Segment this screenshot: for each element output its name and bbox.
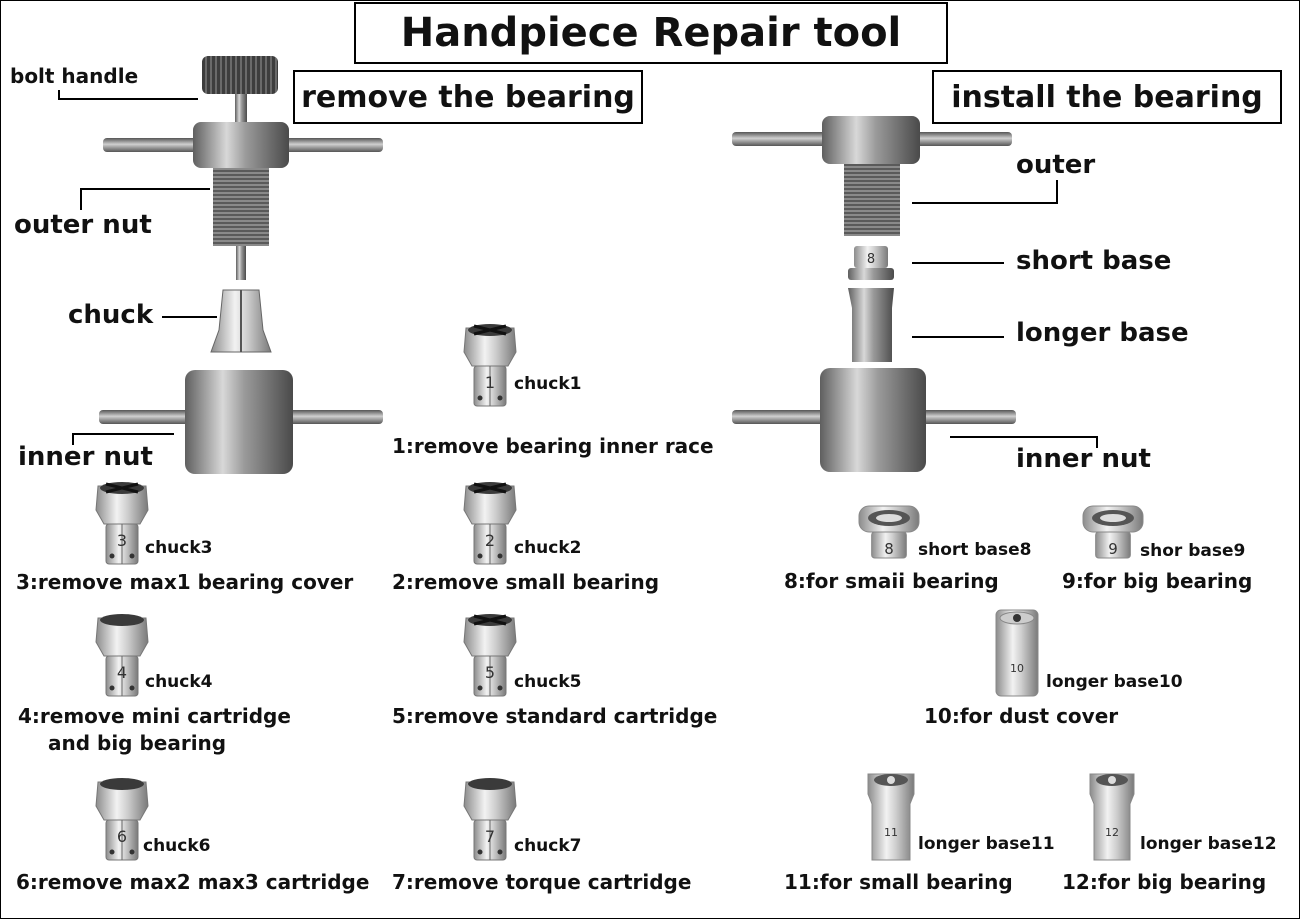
base12-label: longer base12	[1140, 834, 1277, 854]
chuck6-label: chuck6	[143, 836, 211, 856]
bolt-handle-leader-h	[58, 98, 198, 100]
chuck1-label: chuck1	[514, 374, 582, 394]
short-base-label: short base	[1016, 246, 1172, 276]
inner-nut-body	[185, 370, 293, 474]
chuck7-caption: 7:remove torque cartridge	[392, 870, 692, 894]
outer-nut-label: outer nut	[14, 210, 152, 240]
chuck2-number: 2	[485, 531, 495, 550]
outer-thread	[844, 164, 900, 236]
install-inner-nut-leader-h	[950, 436, 1098, 438]
base11-icon: 11	[867, 773, 915, 861]
base11-caption: 11:for small bearing	[784, 870, 1013, 894]
outer-nut-body	[193, 122, 289, 168]
chuck5-label: chuck5	[514, 672, 582, 692]
chuck3-label: chuck3	[145, 538, 213, 558]
base10-icon: 10	[995, 609, 1039, 697]
base10-caption: 10:for dust cover	[924, 704, 1119, 728]
short-base-leader	[912, 262, 1004, 264]
base9-label: shor base9	[1140, 541, 1246, 561]
outer-label: outer	[1016, 150, 1096, 180]
remove-tool-illustration	[99, 56, 383, 474]
chuck3-caption: 3:remove max1 bearing cover	[16, 570, 354, 594]
inner-nut-leader-h	[72, 433, 174, 435]
chuck1-caption: 1:remove bearing inner race	[392, 434, 714, 458]
title-box: Handpiece Repair tool	[354, 2, 948, 64]
inner-nut-leader-v	[72, 433, 74, 445]
chuck5-icon: 5	[463, 614, 517, 697]
bolt-handle-knob	[202, 56, 278, 94]
base8-label: short base8	[918, 540, 1032, 560]
install-inner-nut-leader-v	[1096, 436, 1098, 448]
base12-caption: 12:for big bearing	[1062, 870, 1267, 894]
page-title: Handpiece Repair tool	[400, 10, 902, 56]
install-section-box: install the bearing	[932, 70, 1282, 124]
base12-number: 12	[1105, 826, 1119, 839]
short-base-top	[854, 246, 888, 268]
chuck6-caption: 6:remove max2 max3 cartridge	[16, 870, 370, 894]
short-base-marking: 8	[867, 252, 875, 267]
chuck5-number: 5	[485, 663, 495, 682]
chuck1-number: 1	[485, 373, 495, 392]
bolt-shaft	[235, 94, 247, 124]
base8-caption: 8:for smaii bearing	[784, 569, 999, 593]
chuck2-icon: 2	[463, 482, 517, 565]
chuck3-icon: 3	[95, 482, 149, 565]
chuck2-caption: 2:remove small bearing	[392, 570, 660, 594]
outer-nut-thread	[213, 168, 269, 246]
base11-number: 11	[884, 826, 898, 839]
remove-section-title: remove the bearing	[301, 79, 635, 115]
bolt-handle-leader-v	[58, 90, 60, 100]
base10-number: 10	[1010, 662, 1024, 675]
base12-icon: 12	[1089, 773, 1135, 861]
base8-number: 8	[884, 540, 894, 558]
chuck7-number: 7	[485, 827, 495, 846]
chuck4-label: chuck4	[145, 672, 213, 692]
outer-body	[822, 116, 920, 164]
chuck7-label: chuck7	[514, 836, 582, 856]
remove-section-box: remove the bearing	[293, 70, 643, 124]
inner-nut-label: inner nut	[18, 442, 153, 472]
chuck-label: chuck	[68, 300, 154, 330]
chuck3-number: 3	[117, 531, 127, 550]
base9-caption: 9:for big bearing	[1062, 569, 1253, 593]
chuck6-icon: 6	[95, 778, 149, 861]
chuck4-caption-line1: 4:remove mini cartridge	[18, 704, 291, 728]
chuck4-icon: 4	[95, 614, 149, 697]
chuck4-number: 4	[117, 663, 127, 682]
longer-base-body	[848, 288, 894, 362]
base11-label: longer base11	[918, 834, 1055, 854]
inner-body	[820, 368, 926, 472]
outer-leader-v	[1056, 180, 1058, 204]
chuck7-icon: 7	[463, 778, 517, 861]
bolt-tip	[236, 246, 246, 280]
chuck-leader	[162, 316, 217, 318]
outer-leader-h	[912, 202, 1058, 204]
install-tool-illustration: 8	[732, 116, 1016, 472]
base9-icon: 9	[1082, 505, 1144, 559]
base8-icon: 8	[858, 505, 920, 559]
bolt-handle-label: bolt handle	[10, 64, 139, 88]
base9-number: 9	[1108, 540, 1118, 558]
chuck2-label: chuck2	[514, 538, 582, 558]
outer-nut-leader-h	[80, 188, 210, 190]
outer-nut-leader-v	[80, 188, 82, 210]
install-inner-nut-label: inner nut	[1016, 444, 1151, 474]
longer-base-leader	[912, 336, 1004, 338]
short-base-flange	[848, 268, 894, 280]
base10-label: longer base10	[1046, 672, 1183, 692]
chuck6-number: 6	[117, 827, 127, 846]
chuck4-caption-line2: and big bearing	[48, 731, 227, 755]
chuck1-icon: 1	[463, 324, 517, 407]
longer-base-label: longer base	[1016, 318, 1189, 348]
chuck5-caption: 5:remove standard cartridge	[392, 704, 718, 728]
install-section-title: install the bearing	[951, 79, 1263, 115]
